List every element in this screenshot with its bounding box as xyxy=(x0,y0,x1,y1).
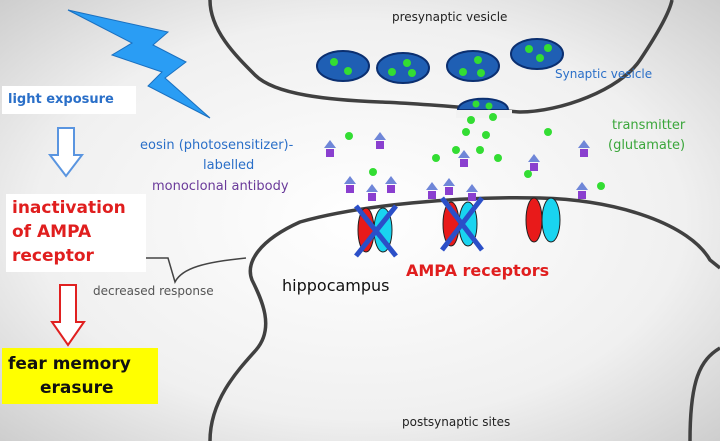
vesicle-dot xyxy=(472,100,480,108)
synaptic-vesicles xyxy=(316,38,564,118)
transmitter-dot xyxy=(544,128,552,136)
vesicle xyxy=(446,50,500,82)
vesicle-dot xyxy=(344,67,352,75)
decreased-response-label: decreased response xyxy=(93,284,214,298)
postsynaptic-label: postsynaptic sites xyxy=(402,415,511,429)
ampa-receptor-2 xyxy=(440,196,484,252)
postsynaptic-membrane xyxy=(208,196,720,441)
antibody-marker xyxy=(366,184,378,201)
synaptic-vesicle-label: Synaptic vesicle xyxy=(555,67,653,81)
light-exposure-box xyxy=(2,86,136,114)
vesicle-dot xyxy=(485,102,493,110)
vesicle-dot xyxy=(459,68,467,76)
vesicle-dot xyxy=(403,59,411,67)
transmitter-dot xyxy=(345,132,353,140)
inactivation-box xyxy=(6,194,146,272)
transmitter-dot xyxy=(482,131,490,139)
antibody-marker xyxy=(385,176,397,193)
vesicle-dot xyxy=(474,56,482,64)
presynaptic-label: presynaptic vesicle xyxy=(392,10,508,24)
light-exposure-label: light exposure xyxy=(8,92,114,107)
fear-memory-box xyxy=(2,348,158,404)
vesicle-dot xyxy=(330,58,338,66)
antibody-marker xyxy=(466,184,478,201)
transmitter-dot xyxy=(597,182,605,190)
eosin-label-line2: labelled xyxy=(203,158,255,173)
vesicle xyxy=(316,50,370,82)
ampa-receptor-3 xyxy=(525,197,561,243)
vesicle-dot xyxy=(477,69,485,77)
vesicle-dot xyxy=(525,45,533,53)
transmitter-dot xyxy=(476,146,484,154)
transmitter-dot xyxy=(494,154,502,162)
transmitter-dot xyxy=(369,168,377,176)
fear-memory-label-line1: fear memory xyxy=(8,354,131,374)
transmitter-dots xyxy=(345,113,605,190)
antibody-marker xyxy=(458,150,470,167)
transmitter-dot xyxy=(432,154,440,162)
antibody-marker xyxy=(344,176,356,193)
transmitter-label-line1: transmitter xyxy=(612,118,686,133)
antibody-marker xyxy=(578,140,590,157)
antibody-marker xyxy=(374,132,386,149)
lightning-bolt-icon xyxy=(67,9,211,119)
antibody-marker xyxy=(324,140,336,157)
antibody-markers xyxy=(324,132,590,201)
antibody-marker xyxy=(528,154,540,171)
postsynaptic-membrane-lower xyxy=(688,346,720,441)
membrane-gap xyxy=(456,110,512,118)
vesicle-dot xyxy=(388,68,396,76)
ampa-receptors-label: AMPA receptors xyxy=(406,261,550,280)
eosin-label-line3: monoclonal antibody xyxy=(152,179,289,194)
transmitter-dot xyxy=(489,113,497,121)
transmitter-dot xyxy=(452,146,460,154)
presynaptic-membrane xyxy=(208,0,674,114)
fusing-vesicle xyxy=(456,97,510,111)
transmitter-dot xyxy=(462,128,470,136)
vesicle-dot xyxy=(544,44,552,52)
antibody-marker xyxy=(576,182,588,199)
transmitter-dot xyxy=(467,116,475,124)
eosin-label-line1: eosin (photosensitizer)- xyxy=(140,138,294,153)
inactivation-label-line1: inactivation xyxy=(12,198,126,218)
transmitter-dot xyxy=(524,170,532,178)
hollow-arrow-down-icon xyxy=(47,127,85,178)
vesicle-dot xyxy=(536,54,544,62)
vesicle xyxy=(376,52,430,84)
inactivation-label-line3: receptor xyxy=(12,246,94,266)
hippocampus-label: hippocampus xyxy=(282,276,390,295)
inactivation-label-line2: of AMPA xyxy=(12,222,92,242)
vesicle xyxy=(510,38,564,70)
fear-memory-label-line2: erasure xyxy=(40,378,114,398)
ampa-receptor-1 xyxy=(354,204,398,258)
antibody-marker xyxy=(426,182,438,199)
response-trace xyxy=(146,257,247,285)
vesicle-dot xyxy=(408,69,416,77)
antibody-marker xyxy=(443,178,455,195)
transmitter-label-line2: (glutamate) xyxy=(608,138,686,153)
hollow-arrow-down-icon xyxy=(50,284,86,347)
